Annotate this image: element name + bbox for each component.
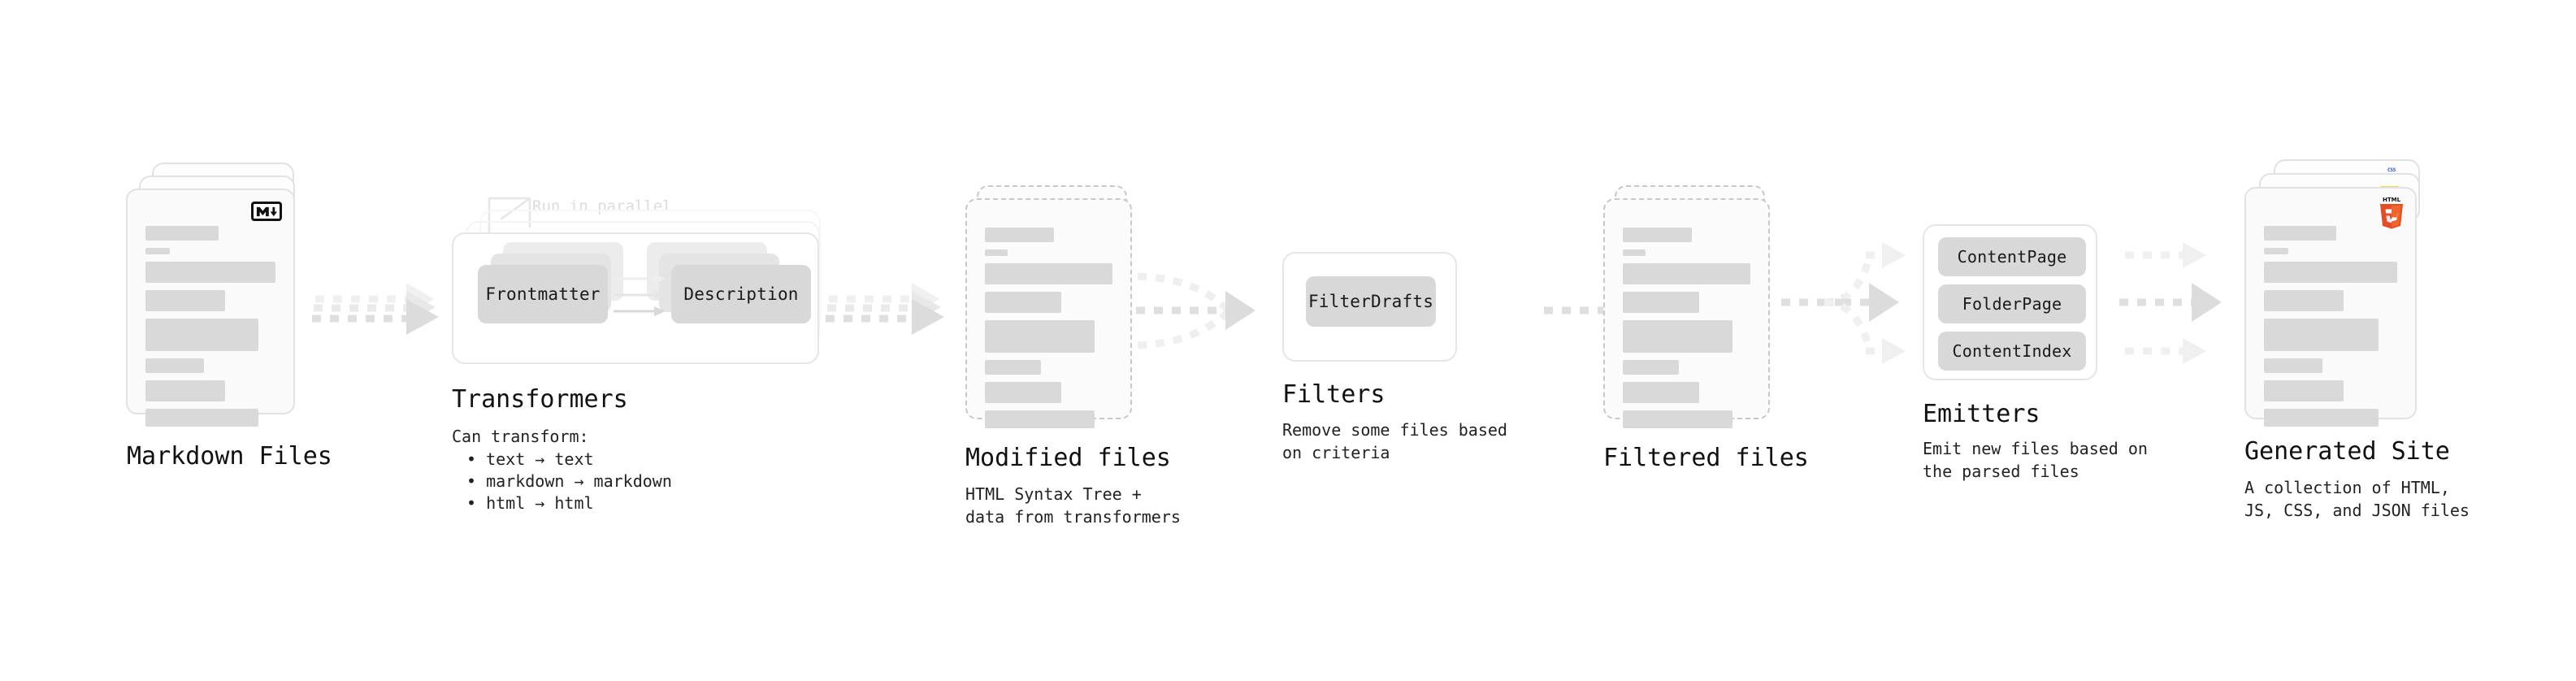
generated-site-stack: CSS HTML — [2244, 159, 2431, 427]
emitters-group: ContentPage FolderPage ContentIndex — [1923, 224, 2097, 380]
modified-card-front — [965, 198, 1132, 428]
stage-title-filters: Filters — [1282, 380, 1386, 409]
svg-text:HTML: HTML — [2383, 197, 2401, 203]
modified-files-subtitle: HTML Syntax Tree + data from transformer… — [965, 484, 1181, 527]
generated-site-subtitle: A collection of HTML, JS, CSS, and JSON … — [2244, 478, 2470, 520]
stage-title-modified-files: Modified files — [965, 444, 1171, 472]
transformers-bullet-0: • text → text — [466, 449, 594, 469]
emitter-chip-folderpage[interactable]: FolderPage — [1938, 284, 2086, 323]
site-card-front: HTML — [2244, 187, 2417, 427]
filters-subtitle: Remove some files based on criteria — [1282, 420, 1507, 462]
stage-title-transformers: Transformers — [452, 385, 628, 414]
filtered-card-front — [1603, 198, 1770, 428]
document-placeholder-lines — [145, 226, 275, 434]
document-placeholder-lines — [2264, 226, 2397, 434]
transformer-chip-frontmatter[interactable]: Frontmatter — [478, 265, 608, 323]
html5-icon: HTML — [2378, 195, 2405, 229]
arrow-transformers-to-modified — [826, 283, 944, 335]
transformers-group: Frontmatter Description — [452, 210, 834, 364]
transformer-chip-description[interactable]: Description — [671, 265, 811, 323]
parallel-bracket-icon — [488, 197, 531, 249]
arrow-emitters-to-site — [2119, 242, 2222, 364]
stage-title-emitters: Emitters — [1923, 400, 2040, 428]
document-placeholder-lines — [985, 228, 1112, 436]
document-placeholder-lines — [1623, 228, 1750, 436]
filters-group: FilterDrafts — [1282, 252, 1457, 362]
stage-title-generated-site: Generated Site — [2244, 437, 2450, 466]
transformers-bullet-2: • html → html — [466, 493, 594, 513]
filtered-files-stack — [1603, 185, 1782, 428]
arrow-md-to-transformers — [312, 283, 439, 335]
arrow-modified-to-filters — [1136, 272, 1255, 349]
emitter-chip-contentindex[interactable]: ContentIndex — [1938, 332, 2086, 371]
markdown-card-front — [126, 189, 295, 427]
emitters-subtitle: Emit new files based on the parsed files — [1923, 439, 2148, 481]
transformers-subtitle: Can transform: — [452, 427, 589, 446]
arrow-filtered-to-emitters — [1781, 242, 1906, 364]
transformer-inner-arrows — [614, 274, 666, 316]
filter-chip-filterdrafts[interactable]: FilterDrafts — [1306, 276, 1436, 327]
modified-files-stack — [965, 185, 1144, 428]
emitter-chip-contentpage[interactable]: ContentPage — [1938, 237, 2086, 276]
markdown-files-stack — [126, 163, 313, 427]
markdown-icon — [251, 202, 282, 221]
stage-title-markdown-files: Markdown Files — [127, 442, 332, 471]
transformers-bullet-1: • markdown → markdown — [466, 471, 672, 491]
stage-title-filtered-files: Filtered files — [1603, 444, 1809, 472]
